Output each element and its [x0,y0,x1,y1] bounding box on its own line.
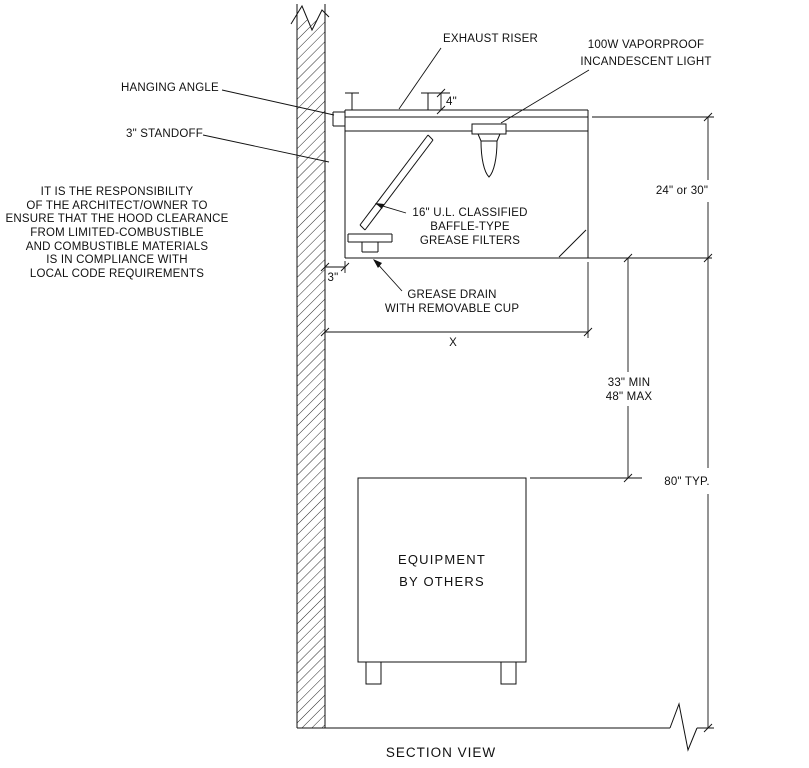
hood-width-dimension-label: X [449,337,457,349]
filters-label-line1: 16" U.L. CLASSIFIED [412,207,527,219]
hanging-angle-leader [221,89,335,116]
equipment-label-line1: EQUIPMENT [398,552,486,567]
exhaust-riser-duct [345,92,435,110]
floor-line [297,702,714,752]
baffle-grease-filter [359,134,434,231]
filters-label-line3: GREASE FILTERS [420,235,520,247]
disclaimer-line: IS IN COMPLIANCE WITH [46,254,188,266]
leader-lines [202,47,590,292]
drawing-title: SECTION VIEW [386,745,496,760]
equipment-box: EQUIPMENT BY OTHERS [357,477,527,685]
hood-height-dimension-label: 24" or 30" [656,185,708,197]
light-leader [500,69,590,124]
light-mounting-plate [471,123,507,135]
hood-outline [344,110,712,259]
disclaimer-line: FROM LIMITED-COMBUSTIBLE [30,227,204,239]
dimension-standoff: 3" [320,261,350,284]
drain-arrowhead-icon [373,259,382,268]
drain-label-line2: WITH REMOVABLE CUP [385,303,520,315]
hood-top-cap [344,109,589,118]
equipment-right-leg [500,662,517,685]
disclaimer-line: ENSURE THAT THE HOOD CLEARANCE [5,213,228,225]
disclaimer-line: IT IS THE RESPONSIBILITY [41,186,194,198]
light-fixture [471,123,507,178]
light-bulb-globe [480,140,498,178]
standoff-label: 3" STANDOFF [126,128,203,140]
dimension-hood-width: X [320,262,593,349]
disclaimer-line: LOCAL CODE REQUIREMENTS [30,268,204,280]
hanging-angle-bracket [332,111,345,127]
dimension-riser-height: 4" [428,88,457,115]
callout-labels: EXHAUST RISER 100W VAPORPROOF INCANDESCE… [121,33,711,315]
standoff-leader [202,134,330,163]
filters-label-line2: BAFFLE-TYPE [430,221,510,233]
dimension-right-column: 24" or 30" 80" TYP. [592,112,714,733]
floor-height-dimension-label: 80" TYP. [664,476,710,488]
disclaimer-line: OF THE ARCHITECT/OWNER TO [26,200,207,212]
dimension-clearance: 33" MIN 48" MAX [530,253,653,483]
floor-break-symbol [669,702,698,752]
exhaust-riser-label: EXHAUST RISER [443,33,538,45]
standoff-dimension-label: 3" [328,272,339,284]
light-label-line2: INCANDESCENT LIGHT [580,56,711,68]
riser-height-dimension-label: 4" [446,96,457,108]
equipment-left-leg [365,662,382,685]
light-label-line1: 100W VAPORPROOF [588,39,705,51]
grease-drain-cup [347,233,393,253]
hood-inner-chamfer [558,229,587,258]
exhaust-riser-leader [398,47,442,110]
wall-break-symbol [290,4,330,32]
drain-label-line1: GREASE DRAIN [407,289,496,301]
disclaimer-line: AND COMBUSTIBLE MATERIALS [26,241,209,253]
clearance-min-label: 33" MIN [608,377,651,389]
disclaimer-block: IT IS THE RESPONSIBILITY OF THE ARCHITEC… [5,186,228,280]
hanging-angle-label: HANGING ANGLE [121,82,219,94]
clearance-max-label: 48" MAX [606,391,653,403]
filters-arrowhead-icon [375,203,384,209]
equipment-label-line2: BY OTHERS [399,574,485,589]
wall-hatch [290,4,330,728]
